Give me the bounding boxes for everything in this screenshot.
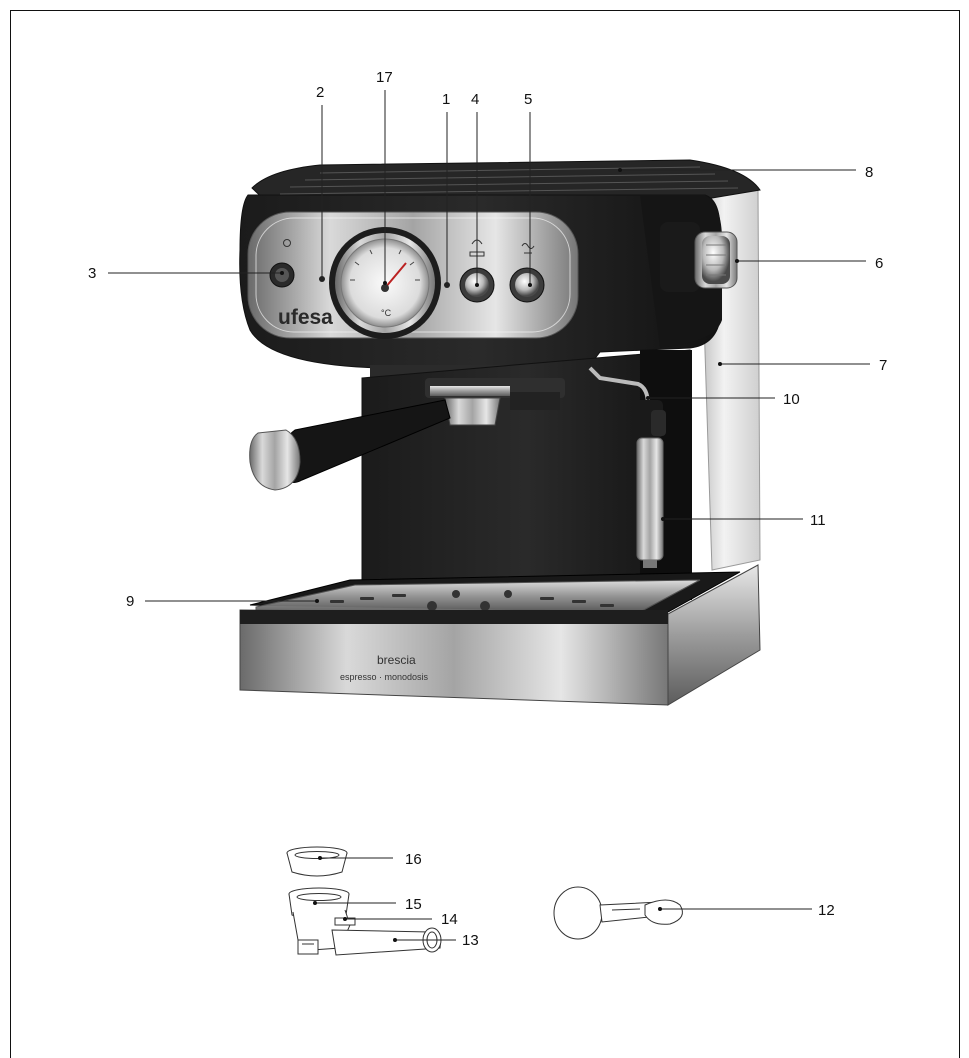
callout-1: 1 — [442, 91, 450, 108]
callout-9: 9 — [126, 593, 134, 610]
callout-7: 7 — [879, 357, 887, 374]
callout-14: 14 — [441, 911, 458, 928]
steam-button[interactable] — [509, 267, 545, 303]
callout-13: 13 — [462, 932, 479, 949]
callout-17: 17 — [376, 69, 393, 86]
steam-symbol-icon — [521, 243, 535, 254]
steam-wand[interactable] — [588, 366, 666, 568]
callout-3: 3 — [88, 265, 96, 282]
machine-base — [239, 609, 669, 706]
callouts: 17 2 1 4 5 3 8 6 7 10 — [88, 69, 887, 949]
brand-logo: ufesa — [278, 306, 333, 329]
model-subtitle: espresso · monodosis — [340, 672, 429, 682]
filter-small — [286, 846, 348, 877]
tamper-spoon — [553, 886, 683, 940]
callout-2: 2 — [316, 84, 324, 101]
model-name: brescia — [377, 653, 416, 667]
callout-4: 4 — [471, 91, 479, 108]
callout-8: 8 — [865, 164, 873, 181]
steam-control-knob[interactable] — [660, 222, 738, 292]
gauge-unit-label: °C — [381, 308, 392, 318]
page-border — [10, 10, 960, 1058]
portafilter[interactable] — [249, 378, 565, 491]
callout-10: 10 — [783, 391, 800, 408]
callout-16: 16 — [405, 851, 422, 868]
callout-15: 15 — [405, 896, 422, 913]
filter-holder-accessory — [292, 909, 442, 956]
top-lid — [251, 159, 761, 206]
callout-5: 5 — [524, 91, 532, 108]
espresso-machine: °C ufesa — [239, 159, 761, 706]
callout-6: 6 — [875, 255, 883, 272]
callout-11: 11 — [810, 512, 826, 529]
lid-grill — [279, 166, 739, 195]
power-symbol-icon — [283, 239, 291, 247]
callout-12: 12 — [818, 902, 835, 919]
drip-tray-slots — [330, 590, 614, 611]
